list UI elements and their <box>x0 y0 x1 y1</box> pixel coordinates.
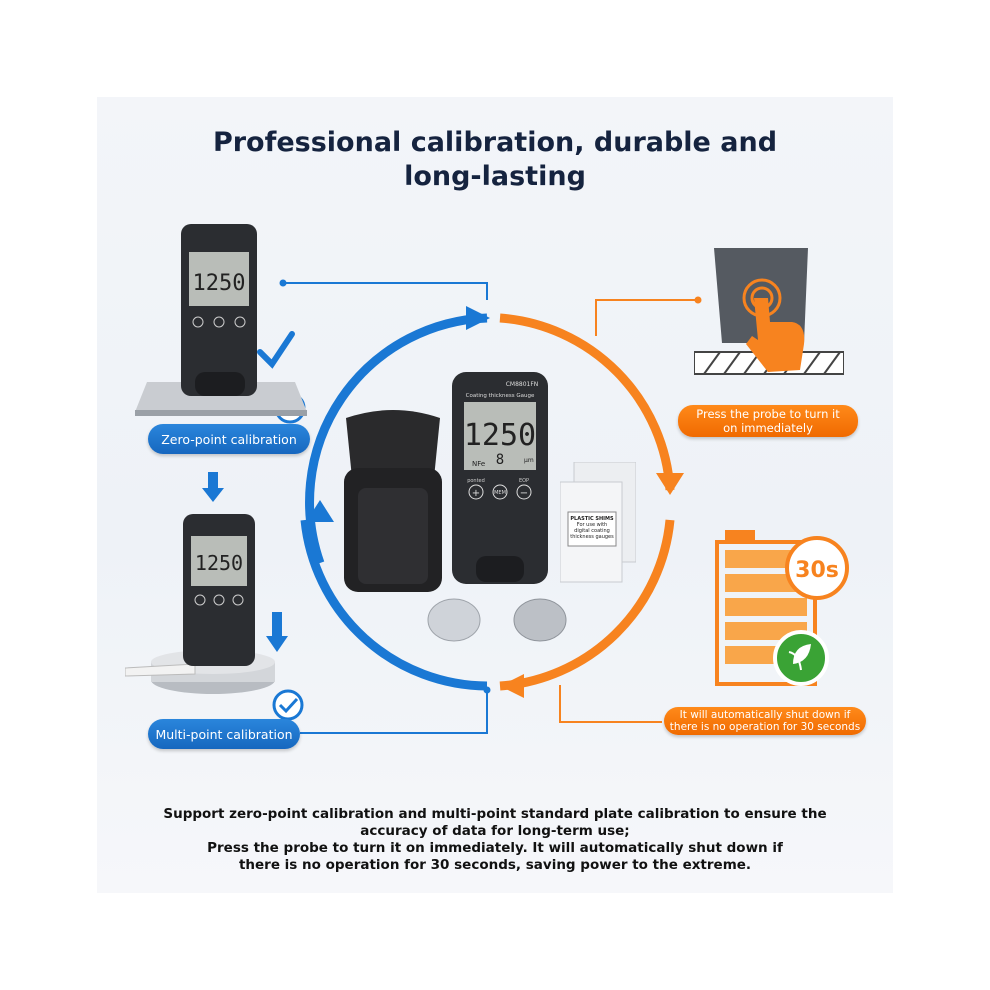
device-main: CM8801FN Coating thickness Gauge 1250 8 … <box>452 372 548 584</box>
auto-off-line-1: It will automatically shut down if <box>679 709 851 721</box>
svg-text:1250: 1250 <box>193 271 246 296</box>
shims-label: PLASTIC SHIMS <box>570 516 614 522</box>
device-zero-point: 1250 <box>135 224 307 416</box>
zero-point-text: Zero-point calibration <box>161 431 297 447</box>
carry-pouch <box>344 410 442 592</box>
footer-line-2: accuracy of data for long-term use; <box>360 823 630 839</box>
device-name: Coating thickness Gauge <box>466 393 535 399</box>
footer-line-1: Support zero-point calibration and multi… <box>163 806 827 822</box>
footer-line-3: Press the probe to turn it on immediatel… <box>207 840 783 856</box>
press-probe-illustration <box>694 248 844 375</box>
timer-text: 30s <box>795 558 839 583</box>
calibration-discs <box>427 598 567 642</box>
multi-point-text: Multi-point calibration <box>155 726 293 742</box>
multi-point-label: Multi-point calibration <box>148 719 300 749</box>
press-probe-line-1: Press the probe to turn it <box>696 407 840 421</box>
device-unit: μm <box>524 457 534 464</box>
btn-mem: MEM <box>494 490 506 496</box>
device-multi-point: 1250 <box>125 514 275 694</box>
device-mode: NFe <box>472 460 485 468</box>
device-sub-reading: 8 <box>496 452 504 468</box>
device-label-right: EOP <box>519 478 529 484</box>
device-model: CM8801FN <box>506 381 539 388</box>
press-probe-label: Press the probe to turn it on immediatel… <box>678 405 858 437</box>
auto-off-label: It will automatically shut down if there… <box>664 707 866 735</box>
page-title: Professional calibration, durable and lo… <box>97 126 893 194</box>
svg-text:1250: 1250 <box>195 551 243 575</box>
device-label-left: ponted <box>467 478 485 484</box>
btn-minus: − <box>520 488 528 499</box>
auto-off-line-2: there is no operation for 30 seconds <box>669 721 861 733</box>
title-line-2: long-lasting <box>404 161 586 192</box>
zero-point-label: Zero-point calibration <box>148 424 310 454</box>
footer-description: Support zero-point calibration and multi… <box>110 806 880 874</box>
footer-line-4: there is no operation for 30 seconds, sa… <box>238 857 752 873</box>
device-reading: 1250 <box>464 418 536 453</box>
press-probe-line-2: on immediately <box>723 421 813 435</box>
shims-sub: For use with digital coating thickness g… <box>570 522 614 540</box>
btn-plus: + <box>472 488 480 499</box>
battery-timer-illustration: 30s <box>715 530 849 686</box>
plastic-shims: PLASTIC SHIMS For use with digital coati… <box>559 461 637 584</box>
title-line-1: Professional calibration, durable and <box>212 127 778 158</box>
